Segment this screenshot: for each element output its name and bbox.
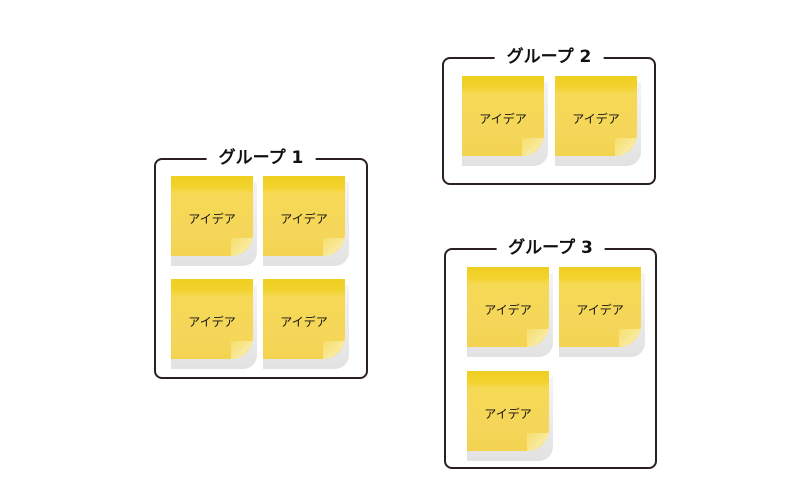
- group-title: グループ 2: [494, 45, 604, 69]
- note-label: アイデア: [188, 212, 236, 226]
- note-label: アイデア: [280, 315, 328, 329]
- note-label: アイデア: [280, 212, 328, 226]
- note-label: アイデア: [484, 407, 532, 421]
- group-title: グループ 3: [496, 236, 605, 260]
- sticky-note[interactable]: アイデア: [462, 76, 548, 166]
- group-title: グループ 1: [206, 146, 316, 170]
- note-label: アイデア: [484, 303, 532, 317]
- sticky-note[interactable]: アイデア: [467, 371, 553, 461]
- sticky-note[interactable]: アイデア: [467, 267, 553, 357]
- group-2: グループ 2: [442, 45, 656, 185]
- group-1: グループ 1: [154, 146, 368, 379]
- note-label: アイデア: [479, 112, 527, 126]
- sticky-note[interactable]: アイデア: [263, 176, 349, 266]
- note-body: アイデア: [467, 371, 549, 451]
- note-label: アイデア: [188, 315, 236, 329]
- note-body: アイデア: [467, 267, 549, 347]
- note-body: アイデア: [263, 176, 345, 256]
- group-3: グループ 3: [444, 236, 657, 469]
- note-label: アイデア: [576, 303, 624, 317]
- note-body: アイデア: [171, 176, 253, 256]
- note-body: アイデア: [263, 279, 345, 359]
- note-body: アイデア: [555, 76, 637, 156]
- note-body: アイデア: [171, 279, 253, 359]
- sticky-note[interactable]: アイデア: [171, 279, 257, 369]
- sticky-note[interactable]: アイデア: [171, 176, 257, 266]
- note-body: アイデア: [462, 76, 544, 156]
- sticky-note[interactable]: アイデア: [555, 76, 641, 166]
- sticky-note[interactable]: アイデア: [263, 279, 349, 369]
- note-label: アイデア: [572, 112, 620, 126]
- note-body: アイデア: [559, 267, 641, 347]
- sticky-note[interactable]: アイデア: [559, 267, 645, 357]
